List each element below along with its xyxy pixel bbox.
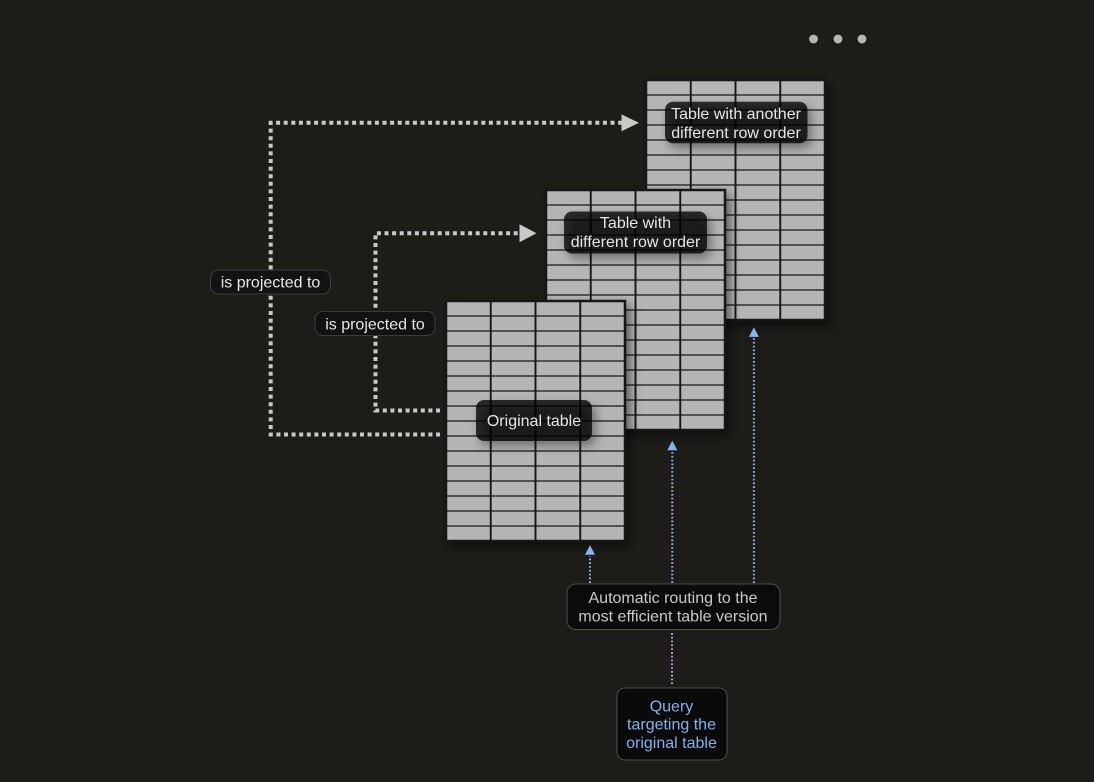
- svg-text:Automatic routing to the: Automatic routing to the: [589, 590, 758, 607]
- svg-text:Original table: Original table: [487, 413, 581, 430]
- svg-text:most efficient table version: most efficient table version: [578, 609, 767, 626]
- svg-text:Table with another: Table with another: [671, 106, 802, 123]
- svg-text:original table: original table: [626, 735, 717, 752]
- svg-text:is projected to: is projected to: [325, 317, 425, 334]
- svg-text:Query: Query: [650, 699, 694, 716]
- svg-text:is projected to: is projected to: [221, 275, 321, 292]
- svg-text:different row order: different row order: [571, 234, 701, 251]
- svg-text:different row order: different row order: [671, 125, 801, 142]
- svg-text:Table with: Table with: [600, 215, 671, 232]
- svg-text:targeting the: targeting the: [627, 717, 716, 734]
